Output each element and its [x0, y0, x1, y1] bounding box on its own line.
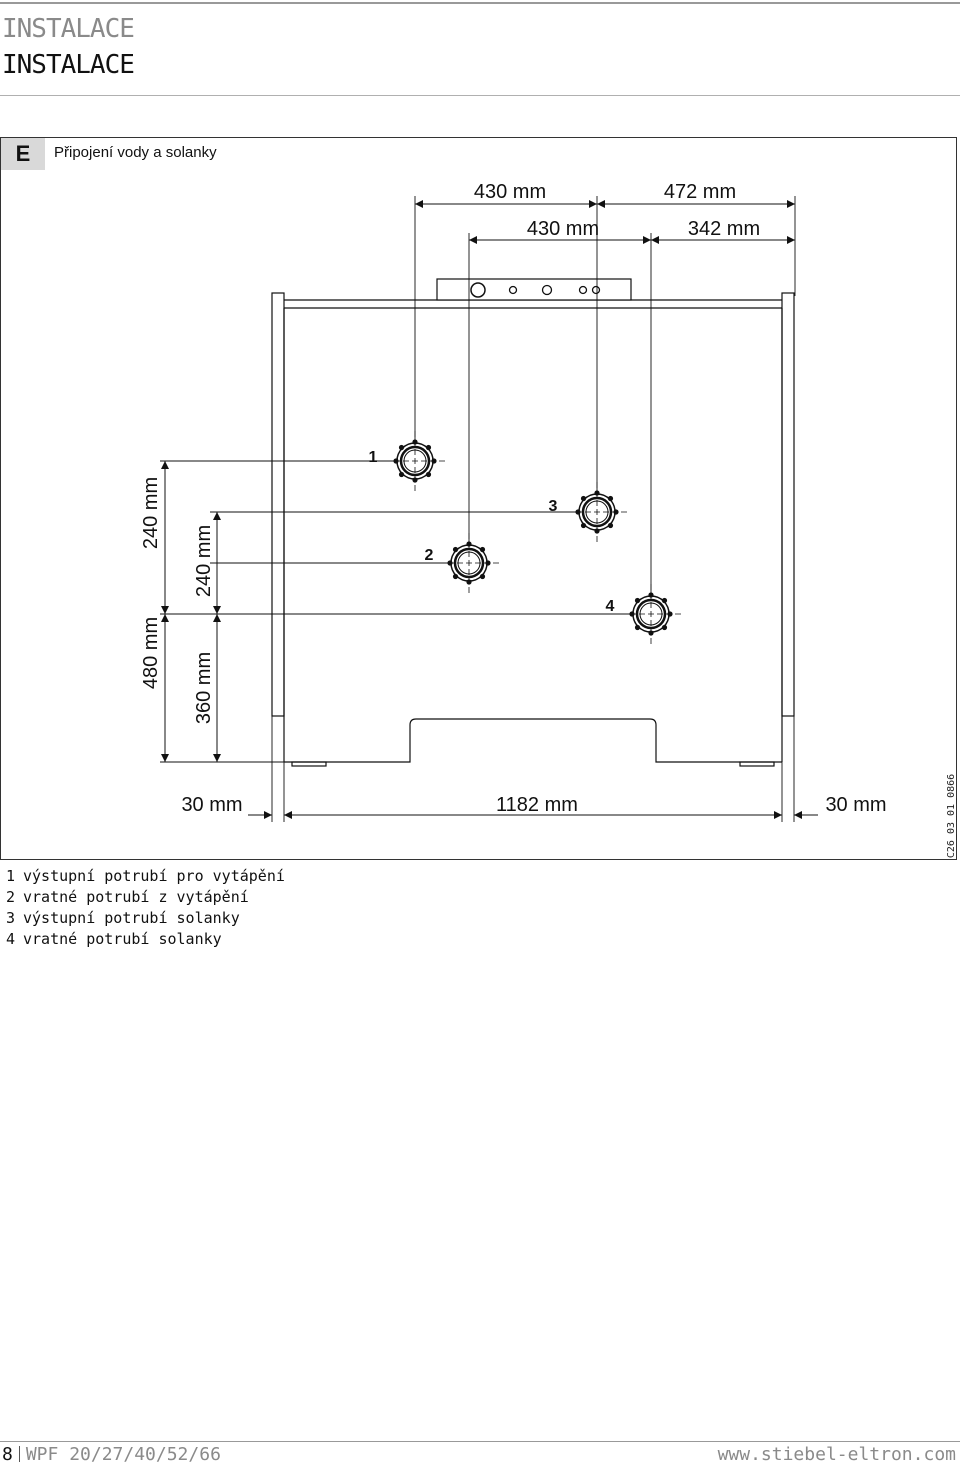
legend-item: 4 vratné potrubí solanky [6, 929, 285, 950]
section-header: INSTALACE [2, 50, 135, 80]
legend-item: 2 vratné potrubí z vytápění [6, 887, 285, 908]
dim-top-left-2: 430 mm [527, 218, 599, 240]
legend-number: 1 [6, 867, 16, 885]
legend-number: 3 [6, 909, 16, 927]
legend-text: výstupní potrubí solanky [23, 909, 240, 927]
figure-code: C26_03_01_0866 [946, 774, 957, 858]
legend-number: 2 [6, 888, 16, 906]
dim-480: 480 mm [140, 617, 162, 689]
dim-bottom-left: 30 mm [181, 794, 242, 816]
legend-text: výstupní potrubí pro vytápění [23, 867, 285, 885]
footer-separator [18, 1446, 20, 1462]
footer-url: www.stiebel-eltron.com [717, 1444, 956, 1465]
dim-top-right-1: 472 mm [664, 181, 736, 203]
marker-2: 2 [425, 547, 434, 564]
header-rule [0, 95, 960, 96]
legend-item: 1 výstupní potrubí pro vytápění [6, 866, 285, 887]
legend-text: vratné potrubí z vytápění [23, 888, 249, 906]
marker-4: 4 [606, 598, 615, 615]
footer-rule [0, 1441, 960, 1442]
dim-bottom-right: 30 mm [825, 794, 886, 816]
dim-top-left-1: 430 mm [474, 181, 546, 203]
legend: 1 výstupní potrubí pro vytápění 2 vratné… [6, 866, 285, 950]
unit-outline [271, 278, 795, 767]
dim-360: 360 mm [193, 652, 215, 724]
connection-drawing: 430 mm 472 mm 430 mm 342 mm 480 mm 240 m… [140, 181, 957, 858]
legend-item: 3 výstupní potrubí solanky [6, 908, 285, 929]
figure-title: Připojení vody a solanky [54, 144, 217, 161]
legend-number: 4 [6, 930, 16, 948]
page-number: 8 [2, 1444, 13, 1465]
footer-left: 8 WPF 20/27/40/52/66 [2, 1444, 221, 1465]
dim-bottom-center: 1182 mm [496, 794, 578, 816]
marker-3: 3 [549, 498, 558, 515]
document-name: WPF 20/27/40/52/66 [25, 1444, 221, 1465]
figure-badge: E [1, 138, 45, 170]
dim-240-inner: 240 mm [193, 525, 215, 597]
legend-text: vratné potrubí solanky [23, 930, 222, 948]
dim-top-right-2: 342 mm [688, 218, 760, 240]
section-header-gray: INSTALACE [2, 14, 135, 44]
dim-240-outer: 240 mm [140, 477, 162, 549]
top-rule [0, 2, 960, 4]
figure-frame [0, 137, 957, 860]
marker-1: 1 [369, 449, 378, 466]
top-ports [470, 282, 601, 298]
